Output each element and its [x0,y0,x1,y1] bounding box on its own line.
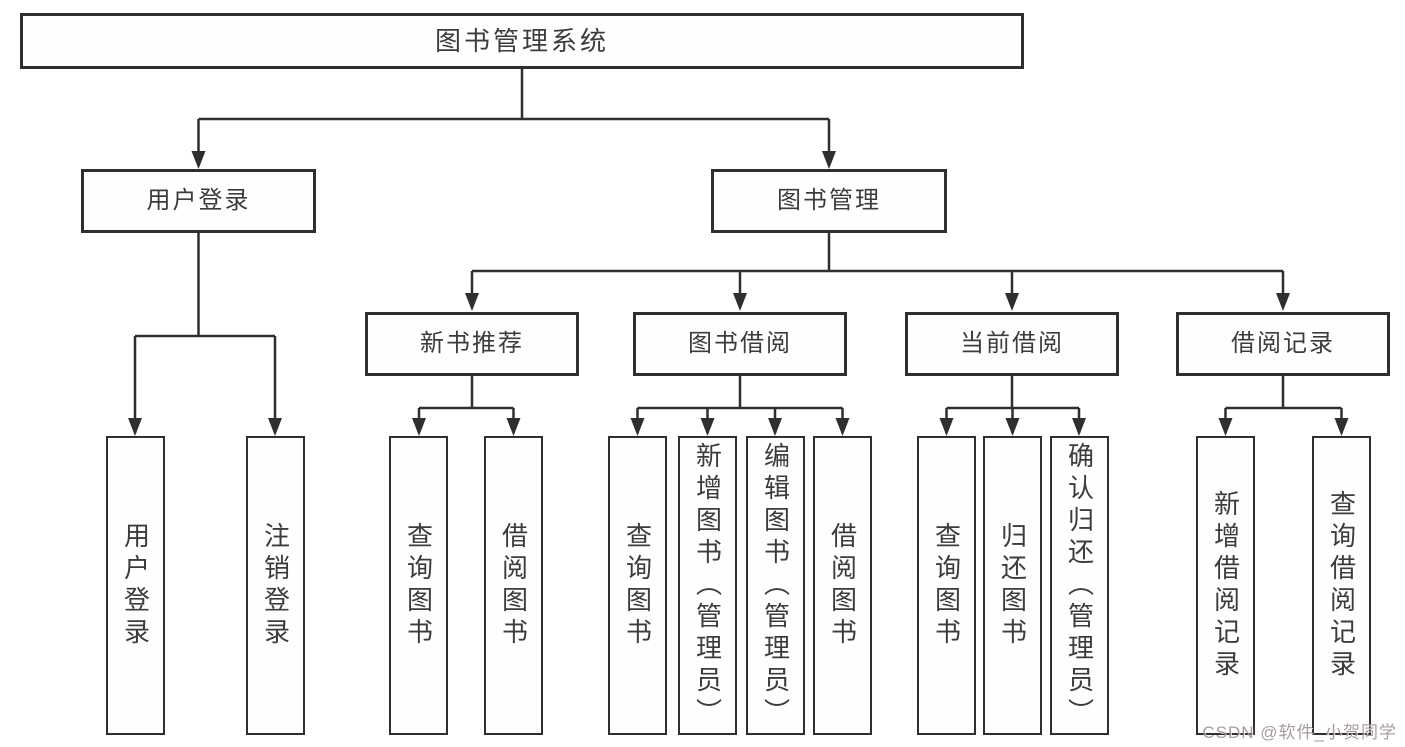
node-cb-query-book: 查询图书 [917,436,976,735]
arrowhead-bb-query-book [630,418,645,436]
node-cb-confirm-return: 确认归还（管理员） [1050,436,1109,735]
connector-book-mgmt-children [470,233,1285,307]
node-current-borrow: 当前借阅 [905,312,1119,376]
node-book-mgmt: 图书管理 [711,169,947,233]
arrowhead-rec-query-book [412,418,426,436]
node-br-query-record: 查询借阅记录 [1312,436,1371,735]
arrowhead-borrow-record [1276,293,1290,311]
node-borrow-record: 借阅记录 [1176,312,1390,376]
arrowhead-logout [268,418,282,436]
arrowhead-cb-query-book [939,418,954,436]
arrowhead-bb-borrow-book [835,418,850,436]
node-bb-add-book: 新增图书（管理员） [678,436,737,735]
node-bb-borrow-book: 借阅图书 [813,436,872,735]
connector-book-borrow-children [636,376,844,433]
arrowhead-book-mgmt [822,151,836,169]
arrowhead-book-borrow [733,293,747,311]
csdn-watermark: CSDN @软件_小贺同学 [1202,723,1397,742]
arrowhead-cb-confirm-return [1072,418,1086,436]
arrowhead-new-book-rec [465,293,479,311]
node-bb-edit-book: 编辑图书（管理员） [746,436,805,735]
arrowhead-bb-edit-book [768,418,782,436]
connector-borrow-record-children [1224,376,1343,433]
arrowhead-user-login [191,151,206,169]
node-bb-query-book: 查询图书 [608,436,667,735]
node-login: 用户登录 [106,436,165,735]
node-book-borrow: 图书借阅 [633,312,847,376]
node-rec-borrow-book: 借阅图书 [484,436,543,735]
node-root: 图书管理系统 [20,13,1024,69]
arrowhead-login [128,418,142,436]
node-logout: 注销登录 [246,436,305,735]
node-rec-query-book: 查询图书 [389,436,448,735]
arrowhead-br-query-record [1334,418,1349,436]
arrowhead-bb-add-book [700,418,715,436]
arrowhead-br-add-record [1218,418,1233,436]
connector-new-book-rec-children [417,376,515,433]
node-user-login: 用户登录 [81,169,316,233]
node-new-book-rec: 新书推荐 [365,312,579,376]
connector-user-login-children [133,233,277,433]
arrowhead-rec-borrow-book [506,418,521,436]
connector-root-to-level2 [197,69,831,165]
node-cb-return-book: 归还图书 [983,436,1042,735]
arrowhead-cb-return-book [1005,418,1020,436]
connector-current-borrow-children [945,376,1081,433]
arrowhead-current-borrow [1005,293,1019,311]
node-br-add-record: 新增借阅记录 [1196,436,1255,735]
